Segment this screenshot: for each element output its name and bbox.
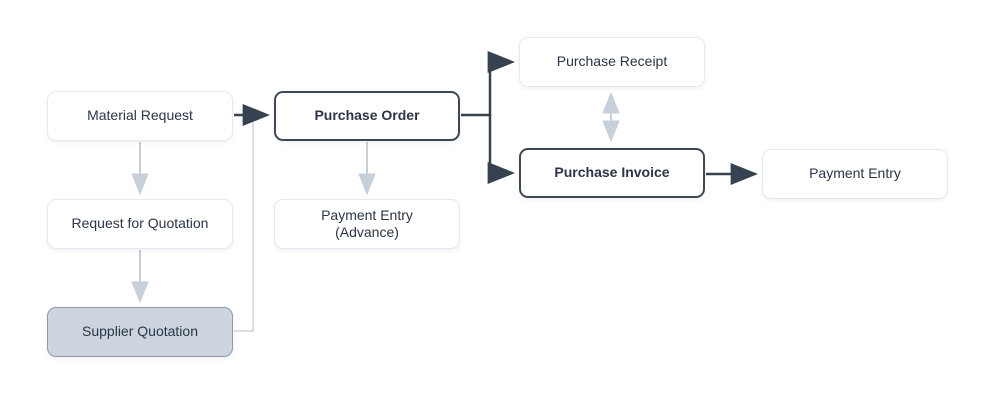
node-purchase-receipt[interactable]: Purchase Receipt: [519, 37, 705, 87]
node-supplier-quotation-label: Supplier Quotation: [82, 323, 198, 340]
node-purchase-invoice[interactable]: Purchase Invoice: [519, 148, 705, 198]
node-purchase-invoice-label: Purchase Invoice: [554, 164, 670, 181]
node-purchase-order[interactable]: Purchase Order: [274, 91, 460, 141]
node-material-request[interactable]: Material Request: [47, 91, 233, 141]
node-request-for-quotation[interactable]: Request for Quotation: [47, 199, 233, 249]
node-request-for-quotation-label: Request for Quotation: [71, 215, 209, 232]
node-purchase-receipt-label: Purchase Receipt: [556, 53, 668, 70]
node-payment-entry-label: Payment Entry: [809, 165, 901, 182]
node-payment-entry-advance-sublabel: (Advance): [335, 224, 399, 240]
edge-supplier-quotation-to-purchase-order: [234, 116, 254, 332]
node-payment-entry[interactable]: Payment Entry: [762, 149, 948, 199]
node-payment-entry-advance-label: Payment Entry: [321, 206, 413, 223]
edge-purchase-order-to-purchase-invoice: [487, 115, 516, 184]
node-purchase-order-label: Purchase Order: [314, 107, 420, 124]
node-material-request-label: Material Request: [87, 107, 193, 124]
node-payment-entry-advance[interactable]: Payment Entry (Advance): [274, 199, 460, 249]
edge-purchase-order-to-purchase-receipt: [461, 51, 516, 117]
node-supplier-quotation[interactable]: Supplier Quotation: [47, 307, 233, 357]
